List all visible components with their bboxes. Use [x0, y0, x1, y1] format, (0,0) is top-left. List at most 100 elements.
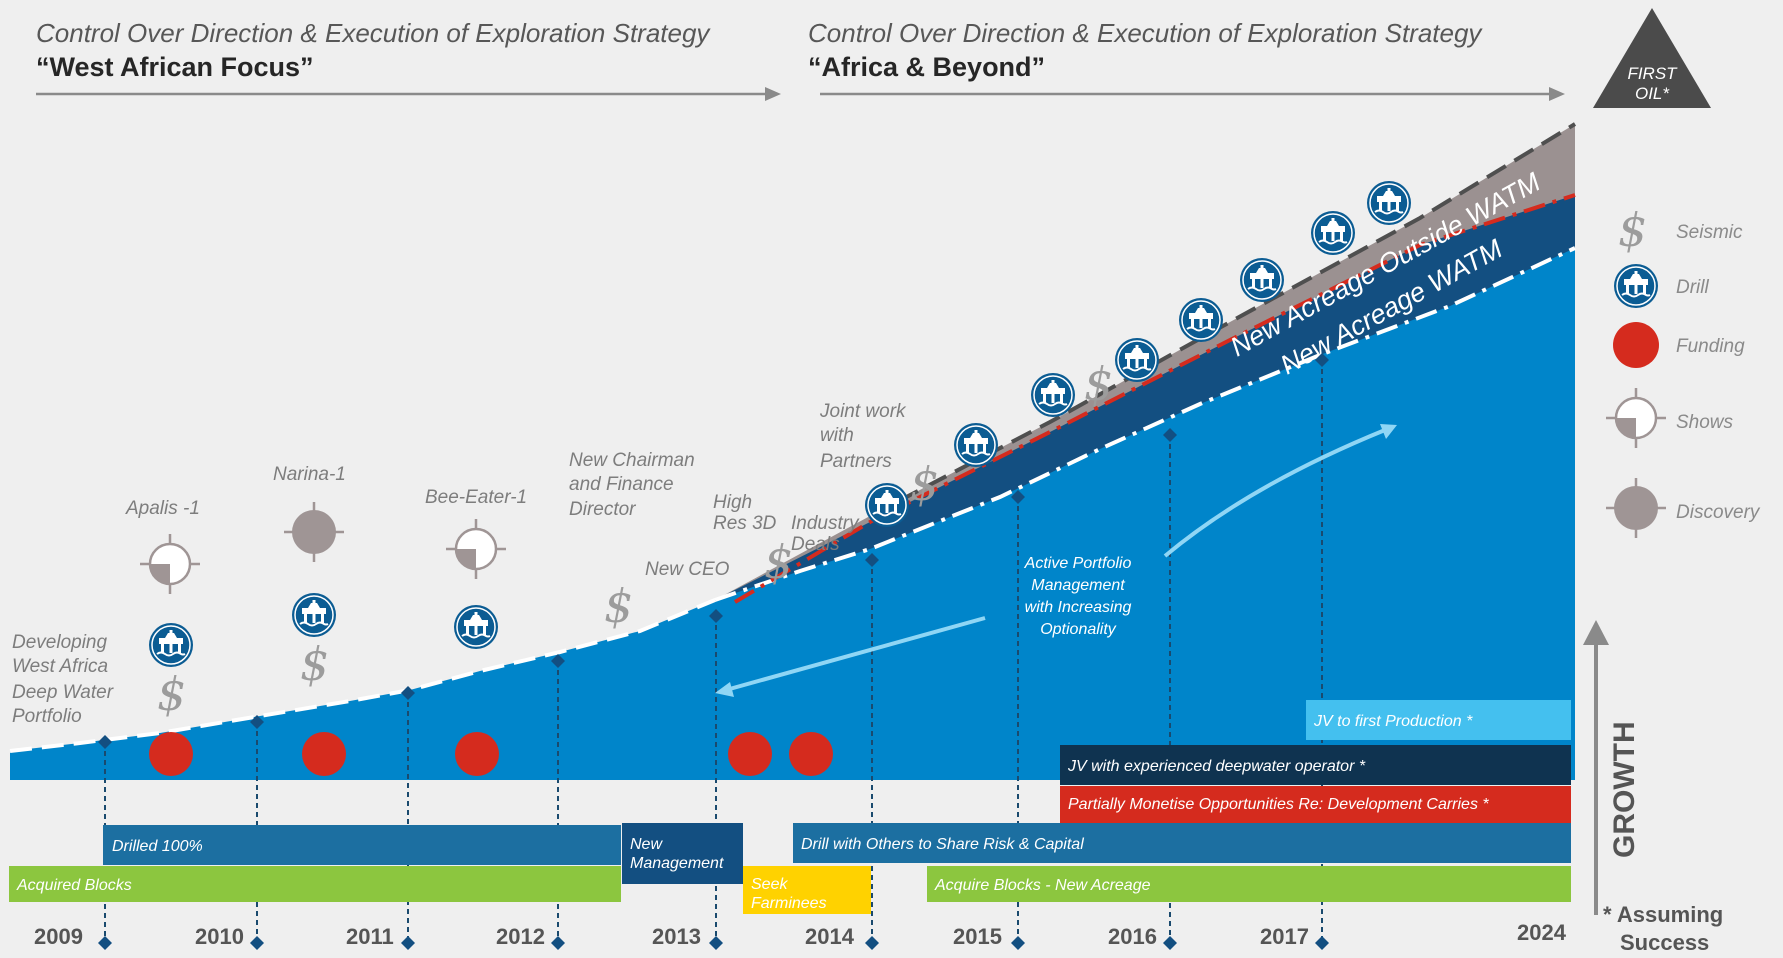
- dollar-sign-icon: $: [1618, 203, 1647, 257]
- annotation-joint-3: Partners: [820, 451, 892, 472]
- bar-seek-farminees-label-2: Farminees: [751, 895, 827, 912]
- year-2017: 2017: [1260, 924, 1309, 949]
- legend-shows: Shows: [1676, 412, 1734, 433]
- oil-rig-icon: [1030, 372, 1076, 418]
- dollar-sign-icon: $: [157, 667, 186, 721]
- discovery-crosshair-icon: [1604, 476, 1668, 540]
- dollar-sign-icon: $: [604, 579, 633, 633]
- oil-rig-icon: [1178, 297, 1224, 343]
- header-left-subtitle: Control Over Direction & Execution of Ex…: [36, 18, 711, 48]
- oil-rig-icon: [1114, 337, 1160, 383]
- legend: $ Seismic Drill Funding Shows Discovery: [1604, 203, 1761, 540]
- portfolio-arrow-left: [725, 616, 986, 692]
- dollar-sign-icon: $: [764, 535, 793, 589]
- first-oil-label-1: FIRST: [1627, 64, 1678, 83]
- bar-jv-deepwater-label: JV with experienced deepwater operator *: [1067, 758, 1366, 775]
- oil-rig-icon: [1366, 180, 1412, 226]
- year-2024: 2024: [1517, 920, 1567, 945]
- trend-line-base: [9, 598, 716, 753]
- portfolio-text-1: Active Portfolio: [1024, 555, 1132, 572]
- oil-rig-icon: [953, 422, 999, 468]
- legend-drill: Drill: [1676, 277, 1709, 298]
- bar-jv-deepwater: [1060, 745, 1571, 785]
- header-right-subtitle: Control Over Direction & Execution of Ex…: [808, 18, 1483, 48]
- year-2011: 2011: [346, 924, 394, 949]
- bar-jv-first-production-label: JV to first Production *: [1313, 713, 1473, 730]
- bar-monetise-label: Partially Monetise Opportunities Re: Dev…: [1068, 796, 1489, 813]
- annotation-new-ceo: New CEO: [645, 559, 730, 580]
- oil-rig-icon: [291, 592, 337, 638]
- annotation-industry-1: Industry: [791, 513, 860, 534]
- bar-new-management-label-2: Management: [630, 855, 724, 872]
- annotation-joint-2: with: [820, 425, 854, 446]
- year-2015: 2015: [953, 924, 1002, 949]
- shows-crosshair-icon: [444, 517, 508, 581]
- oil-rig-icon: [864, 482, 910, 528]
- dollar-sign-icon: $: [1084, 357, 1113, 411]
- growth-area: [10, 248, 1575, 780]
- annotation-developing-2: West Africa: [12, 656, 108, 677]
- dollar-sign-icon: $: [910, 457, 939, 511]
- bar-new-management-label-1: New: [630, 836, 663, 853]
- oil-rig-icon: [148, 622, 194, 668]
- footnote-line-2: Success: [1620, 930, 1709, 955]
- arrowhead-icon: [715, 682, 734, 697]
- year-2016: 2016: [1108, 924, 1157, 949]
- legend-funding: Funding: [1676, 336, 1745, 357]
- year-diamonds: [98, 353, 1329, 950]
- first-oil-triangle: [1593, 8, 1711, 108]
- annotation-industry-2: Deals: [791, 534, 840, 555]
- annotation-developing-1: Developing: [12, 632, 107, 653]
- well-label-apalis: Apalis -1: [125, 498, 200, 519]
- trend-line-watm-edge: [714, 246, 1576, 602]
- year-2014: 2014: [805, 924, 855, 949]
- arrowhead-icon: [1380, 424, 1397, 439]
- annotation-chairman-1: New Chairman: [569, 450, 695, 471]
- legend-seismic: Seismic: [1676, 222, 1743, 243]
- header-left-title: “West African Focus”: [36, 52, 314, 82]
- header-right-title: “Africa & Beyond”: [808, 52, 1045, 82]
- bar-monetise: [1060, 786, 1571, 823]
- oil-rig-icon: [1613, 263, 1659, 309]
- dollar-sign-icon: $: [300, 637, 329, 691]
- well-label-narina: Narina-1: [273, 464, 346, 485]
- year-2009: 2009: [34, 924, 83, 949]
- bar-new-management: [622, 823, 743, 884]
- bar-seek-farminees: [743, 866, 871, 914]
- bar-drill-with-others-label: Drill with Others to Share Risk & Capita…: [801, 836, 1084, 853]
- annotation-developing-4: Portfolio: [12, 706, 82, 727]
- bar-acquired-blocks: [9, 866, 621, 902]
- trend-line-funding-edge: [733, 193, 1576, 604]
- portfolio-text-4: Optionality: [1040, 621, 1117, 638]
- portfolio-text-3: with Increasing: [1025, 599, 1132, 616]
- bar-acquire-new-acreage: [927, 866, 1571, 902]
- bar-drilled-label: Drilled 100%: [112, 838, 203, 855]
- oil-rig-icon: [453, 604, 499, 650]
- bar-seek-farminees-label-1: Seek: [751, 876, 788, 893]
- first-oil-label-2: OIL*: [1635, 84, 1670, 103]
- shows-crosshair-icon: [138, 532, 202, 596]
- discovery-crosshair-icon: [282, 500, 346, 564]
- annotation-high-res-2: Res 3D: [713, 513, 777, 534]
- portfolio-text-2: Management: [1031, 577, 1125, 594]
- annotation-chairman-3: Director: [569, 499, 636, 520]
- annotation-high-res-1: High: [713, 492, 752, 513]
- oil-rig-icon: [1310, 210, 1356, 256]
- oil-rig-icon: [1239, 257, 1285, 303]
- portfolio-arrow-right: [1163, 428, 1386, 558]
- red-circle-icon: [1613, 322, 1659, 368]
- year-2010: 2010: [195, 924, 244, 949]
- well-label-bee-eater: Bee-Eater-1: [425, 487, 527, 508]
- footnote-line-1: * Assuming: [1603, 902, 1723, 927]
- bar-acquired-blocks-label: Acquired Blocks: [16, 877, 132, 894]
- year-2012: 2012: [496, 924, 545, 949]
- shows-crosshair-icon: [1604, 386, 1668, 450]
- growth-label: GROWTH: [1608, 721, 1641, 858]
- arrowhead-icon: [1583, 620, 1609, 645]
- legend-discovery: Discovery: [1676, 502, 1761, 523]
- annotation-developing-3: Deep Water: [12, 682, 114, 703]
- bar-drill-with-others: [793, 823, 1571, 863]
- bar-drilled: [103, 825, 621, 865]
